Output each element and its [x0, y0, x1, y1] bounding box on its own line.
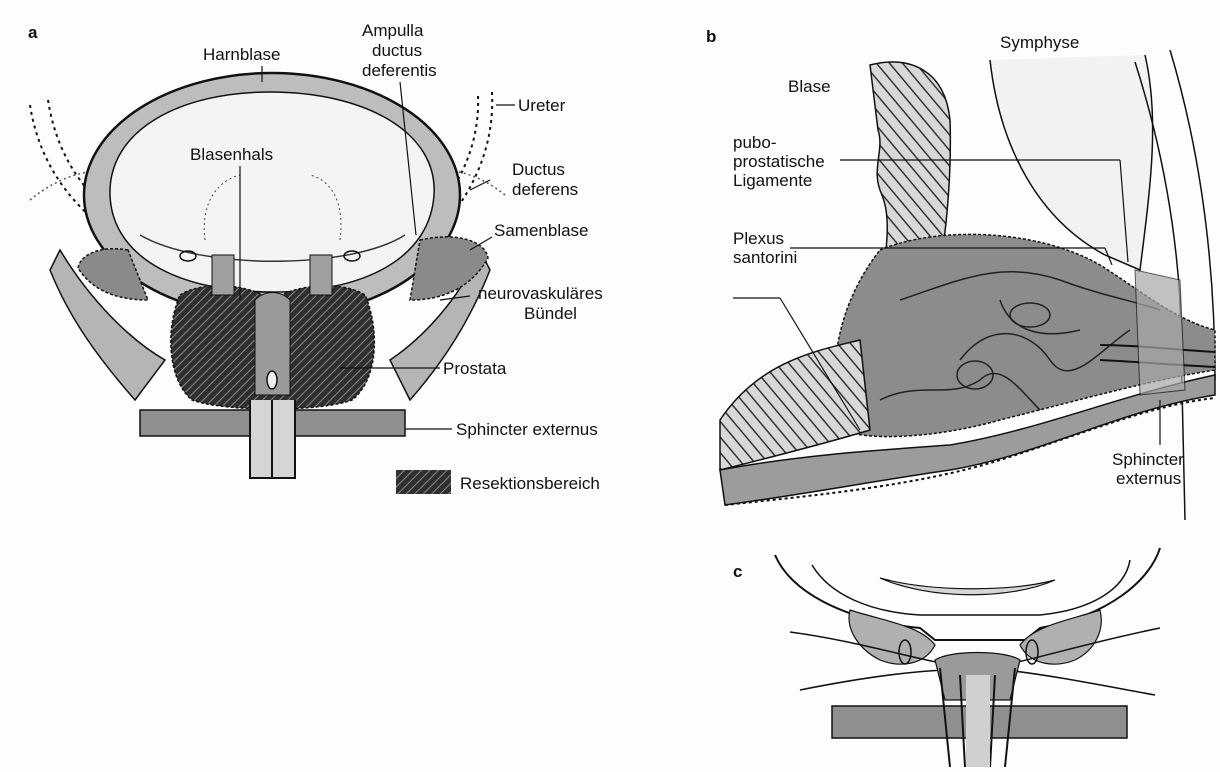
label-symphyse: Symphyse: [1000, 33, 1079, 52]
label-ductus-2: deferens: [512, 180, 578, 199]
label-harnblase: Harnblase: [203, 45, 281, 64]
legend-swatch: [396, 470, 451, 494]
bladder-neck-left: [212, 255, 234, 295]
label-sphincter-a: Sphincter externus: [456, 420, 598, 439]
label-plexus-1: Plexus: [733, 229, 784, 248]
label-ductus-1: Ductus: [512, 160, 565, 179]
label-ureter: Ureter: [518, 96, 566, 115]
label-ampulla-1: Ampulla: [362, 21, 424, 40]
urethra-c-fill: [966, 675, 990, 767]
nerve-c-right-2: [1005, 670, 1155, 695]
label-ampulla-2: ductus: [372, 41, 422, 60]
label-nvb-2: Bündel: [524, 304, 577, 323]
label-blase: Blase: [788, 77, 831, 96]
bladder-c-inner: [812, 560, 1130, 615]
urethra-opening: [267, 371, 277, 389]
bladder-lumen: [110, 92, 434, 292]
pelvic-floor-hatched: [720, 340, 870, 470]
label-nvb-1: neurovaskuläres: [478, 284, 603, 303]
label-pubo-2: prostatische: [733, 152, 825, 171]
panel-a: [30, 66, 515, 494]
panel-label-a: a: [28, 23, 38, 42]
label-pubo-3: Ligamente: [733, 171, 812, 190]
label-prostata: Prostata: [443, 359, 507, 378]
label-samenblase: Samenblase: [494, 221, 589, 240]
sphincter-b: [1135, 270, 1185, 395]
trigone-c: [880, 578, 1055, 595]
bladder-neck-right: [310, 255, 332, 295]
label-ampulla-3: deferentis: [362, 61, 437, 80]
bladder-neck-c-left: [849, 610, 935, 664]
label-blasenhals: Blasenhals: [190, 145, 273, 164]
legend-label: Resektionsbereich: [460, 474, 600, 493]
nerve-c-left-2: [800, 670, 945, 690]
label-sphincter-b2: externus: [1116, 469, 1181, 488]
label-plexus-2: santorini: [733, 248, 797, 267]
panel-c: [775, 548, 1160, 767]
label-pubo-1: pubo-: [733, 133, 776, 152]
label-sphincter-b1: Sphincter: [1112, 450, 1184, 469]
panel-label-c: c: [733, 562, 742, 581]
bladder-neck-c-right: [1020, 610, 1101, 664]
panel-label-b: b: [706, 27, 716, 46]
